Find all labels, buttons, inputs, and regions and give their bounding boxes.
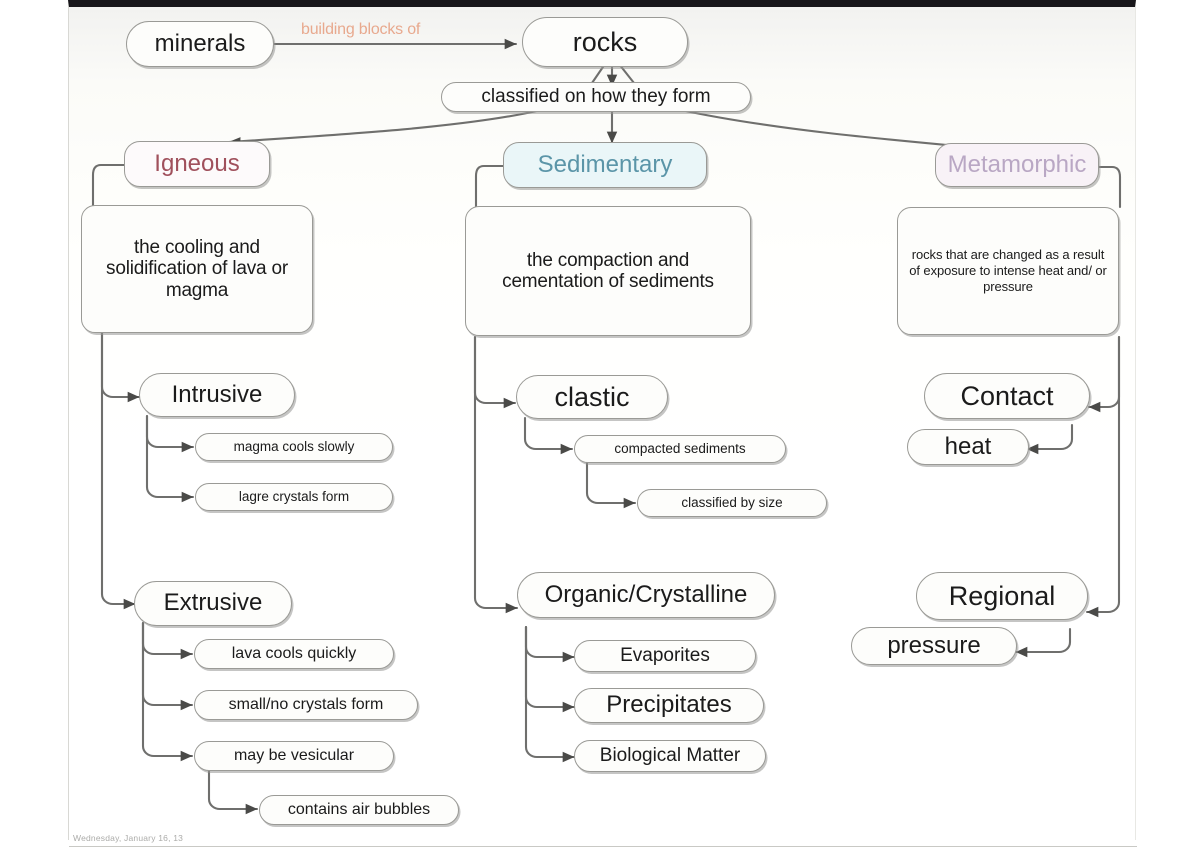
- link-organic-trait-2: [524, 625, 576, 713]
- node-organic-crystalline[interactable]: Organic/Crystalline: [517, 572, 775, 618]
- link-extrusive-trait-3: [141, 621, 194, 762]
- link-metamorphic-spine-top: [1097, 165, 1122, 209]
- link-regional-pressure: [1014, 627, 1072, 658]
- node-metamorphic-definition: rocks that are changed as a result of ex…: [897, 207, 1119, 335]
- node-magma-cools-slowly[interactable]: magma cools slowly: [195, 433, 393, 461]
- link-sedimentary-organic: [473, 335, 519, 614]
- link-extrusive-trait-1: [141, 621, 194, 660]
- node-biological-matter[interactable]: Biological Matter: [574, 740, 766, 772]
- link-contact-heat: [1025, 423, 1074, 455]
- node-classified-on-how-they-form[interactable]: classified on how they form: [441, 82, 751, 112]
- node-pressure[interactable]: pressure: [851, 627, 1017, 665]
- node-extrusive[interactable]: Extrusive: [134, 581, 292, 626]
- node-classified-by-size[interactable]: classified by size: [637, 489, 827, 517]
- node-metamorphic[interactable]: Metamorphic: [935, 143, 1099, 187]
- node-rocks[interactable]: rocks: [522, 17, 688, 67]
- link-sedimentary-clastic: [473, 335, 517, 409]
- node-igneous[interactable]: Igneous: [124, 141, 270, 187]
- node-contact[interactable]: Contact: [924, 373, 1090, 419]
- connector-layer: [91, 38, 1122, 815]
- node-regional[interactable]: Regional: [916, 572, 1088, 620]
- node-sedimentary-definition: the compaction and cementation of sedime…: [465, 206, 751, 336]
- slide-page: building blocks of minerals rocks classi…: [68, 0, 1137, 847]
- node-precipitates[interactable]: Precipitates: [574, 688, 764, 723]
- slide-content: building blocks of minerals rocks classi…: [69, 7, 1137, 847]
- link-metamorphic-regional: [1085, 335, 1121, 618]
- node-minerals[interactable]: minerals: [126, 21, 274, 67]
- node-clastic[interactable]: clastic: [516, 375, 668, 419]
- node-heat[interactable]: heat: [907, 429, 1029, 465]
- node-igneous-definition: the cooling and solidification of lava o…: [81, 205, 313, 333]
- footer-date: Wednesday, January 16, 13: [73, 833, 184, 843]
- node-intrusive[interactable]: Intrusive: [139, 373, 295, 417]
- link-sedimentary-spine-top: [474, 164, 507, 235]
- node-evaporites[interactable]: Evaporites: [574, 640, 756, 672]
- link-igneous-spine-top: [91, 163, 131, 235]
- node-lagre-crystals-form[interactable]: lagre crystals form: [195, 483, 393, 511]
- link-extrusive-trait-2: [141, 621, 194, 711]
- footer-divider: [69, 846, 1137, 847]
- link-rocks-classifier-left: [590, 62, 607, 85]
- link-organic-trait-3: [524, 625, 576, 763]
- link-igneous-intrusive: [100, 330, 141, 403]
- link-metamorphic-contact: [1087, 335, 1121, 413]
- node-small-no-crystals-form[interactable]: small/no crystals form: [194, 690, 418, 720]
- link-compacted-classified: [585, 460, 637, 509]
- node-contains-air-bubbles[interactable]: contains air bubbles: [259, 795, 459, 825]
- link-intrusive-trait-2: [145, 414, 195, 503]
- node-compacted-sediments[interactable]: compacted sediments: [574, 435, 786, 463]
- link-classifier-igneous: [227, 108, 543, 144]
- link-organic-trait-1: [524, 625, 576, 663]
- link-igneous-extrusive: [100, 330, 137, 610]
- link-intrusive-trait-1: [145, 414, 195, 453]
- node-sedimentary[interactable]: Sedimentary: [503, 142, 707, 188]
- node-lava-cools-quickly[interactable]: lava cools quickly: [194, 639, 394, 669]
- link-clastic-compacted: [523, 416, 574, 455]
- link-rocks-classifier-right: [617, 62, 636, 85]
- node-may-be-vesicular[interactable]: may be vesicular: [194, 741, 394, 771]
- link-vesicular-bubbles: [207, 768, 259, 815]
- edge-label-building-blocks-of: building blocks of: [301, 21, 421, 38]
